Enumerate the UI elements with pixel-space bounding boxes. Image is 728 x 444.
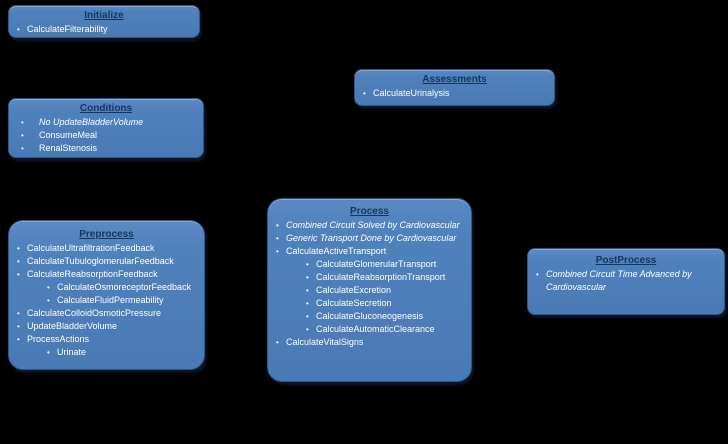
bullet-icon: • <box>276 234 279 243</box>
bullet-icon: • <box>276 247 279 256</box>
list-item-label: CalculateOsmoreceptorFeedback <box>57 282 192 292</box>
list-item-label: CalculateFluidPermeability <box>57 295 164 305</box>
bullet-icon: • <box>47 348 50 357</box>
list-item-label: CalculateActiveTransport <box>286 246 387 256</box>
list-item-label: CalculateTubuloglomerularFeedback <box>27 256 174 266</box>
assessments-box: Assessments • CalculateUrinalysis <box>354 69 555 106</box>
list-item: • CalculateFluidPermeability <box>17 294 196 307</box>
list-item: • UpdateBladderVolume <box>17 320 196 333</box>
bullet-icon: • <box>306 286 309 295</box>
list-item: • CalculateExcretion <box>276 284 463 297</box>
list-item-label: CalculateGluconeogenesis <box>316 311 424 321</box>
list-item-label: CalculateReabsorptionFeedback <box>27 269 158 279</box>
assessments-title: Assessments <box>422 74 487 85</box>
list-item-label: CalculateGlomerularTransport <box>316 259 437 269</box>
list-item: • RenalStenosis <box>17 142 195 155</box>
initialize-items: • CalculateFilterability <box>17 23 191 36</box>
list-item: • CalculateReabsorptionFeedback <box>17 268 196 281</box>
list-item: • CalculateReabsorptionTransport <box>276 271 463 284</box>
process-items: • Combined Circuit Solved by Cardiovascu… <box>276 219 463 349</box>
bullet-icon: • <box>17 25 20 34</box>
preprocess-title: Preprocess <box>79 229 134 240</box>
bullet-icon: • <box>47 296 50 305</box>
postprocess-title: PostProcess <box>595 255 657 266</box>
list-item: • Generic Transport Done by Cardiovascul… <box>276 232 463 245</box>
list-item-label: ConsumeMeal <box>39 130 98 140</box>
bullet-icon: • <box>17 244 20 253</box>
list-item-label: CalculateVitalSigns <box>286 337 364 347</box>
preprocess-box: Preprocess • CalculateUltrafiltrationFee… <box>8 220 205 370</box>
bullet-icon: • <box>21 131 24 140</box>
postprocess-box: PostProcess • Combined Circuit Time Adva… <box>527 248 725 315</box>
list-item-label: RenalStenosis <box>39 143 98 153</box>
initialize-box: Initialize • CalculateFilterability <box>8 5 200 38</box>
process-title: Process <box>350 206 389 217</box>
list-item-label: CalculateFilterability <box>27 24 108 34</box>
list-item: • CalculateUrinalysis <box>363 87 546 100</box>
list-item-label: CalculateUltrafiltrationFeedback <box>27 243 155 253</box>
bullet-icon: • <box>536 270 539 279</box>
list-item-label: Urinate <box>57 347 87 357</box>
list-item: • CalculateFilterability <box>17 23 191 36</box>
bullet-icon: • <box>276 221 279 230</box>
list-item: • Combined Circuit Solved by Cardiovascu… <box>276 219 463 232</box>
bullet-icon: • <box>17 257 20 266</box>
list-item-label: No UpdateBladderVolume <box>39 117 144 127</box>
bullet-icon: • <box>17 335 20 344</box>
bullet-icon: • <box>17 322 20 331</box>
bullet-icon: • <box>17 309 20 318</box>
postprocess-items: • Combined Circuit Time Advanced by Card… <box>536 268 716 294</box>
list-item: • CalculateVitalSigns <box>276 336 463 349</box>
list-item-label: Combined Circuit Solved by Cardiovascula… <box>286 220 460 230</box>
conditions-title: Conditions <box>79 103 133 114</box>
list-item-label: CalculateUrinalysis <box>373 88 450 98</box>
list-item-label: Combined Circuit Time Advanced by Cardio… <box>546 269 692 292</box>
list-item: • CalculateUltrafiltrationFeedback <box>17 242 196 255</box>
list-item: • Combined Circuit Time Advanced by Card… <box>536 268 716 294</box>
list-item: • CalculateGluconeogenesis <box>276 310 463 323</box>
list-item-label: CalculateAutomaticClearance <box>316 324 435 334</box>
bullet-icon: • <box>306 299 309 308</box>
list-item: • ConsumeMeal <box>17 129 195 142</box>
list-item-label: ProcessActions <box>27 334 90 344</box>
bullet-icon: • <box>306 312 309 321</box>
list-item: • CalculateGlomerularTransport <box>276 258 463 271</box>
process-box: Process • Combined Circuit Solved by Car… <box>267 198 472 382</box>
bullet-icon: • <box>47 283 50 292</box>
list-item: • CalculateSecretion <box>276 297 463 310</box>
list-item: • CalculateAutomaticClearance <box>276 323 463 336</box>
list-item: • No UpdateBladderVolume <box>17 116 195 129</box>
bullet-icon: • <box>21 118 24 127</box>
conditions-box: Conditions • No UpdateBladderVolume • Co… <box>8 98 204 158</box>
bullet-icon: • <box>306 325 309 334</box>
list-item: • ProcessActions <box>17 333 196 346</box>
conditions-items: • No UpdateBladderVolume • ConsumeMeal •… <box>17 116 195 155</box>
list-item-label: Generic Transport Done by Cardiovascular <box>286 233 457 243</box>
bullet-icon: • <box>21 144 24 153</box>
list-item-label: CalculateExcretion <box>316 285 392 295</box>
list-item: • CalculateColloidOsmoticPressure <box>17 307 196 320</box>
list-item: • Urinate <box>17 346 196 359</box>
bullet-icon: • <box>306 260 309 269</box>
bullet-icon: • <box>17 270 20 279</box>
list-item-label: CalculateColloidOsmoticPressure <box>27 308 162 318</box>
bullet-icon: • <box>363 89 366 98</box>
initialize-title: Initialize <box>84 10 124 21</box>
bullet-icon: • <box>276 338 279 347</box>
list-item: • CalculateOsmoreceptorFeedback <box>17 281 196 294</box>
list-item-label: UpdateBladderVolume <box>27 321 118 331</box>
list-item-label: CalculateReabsorptionTransport <box>316 272 446 282</box>
assessments-items: • CalculateUrinalysis <box>363 87 546 100</box>
list-item-label: CalculateSecretion <box>316 298 392 308</box>
list-item: • CalculateTubuloglomerularFeedback <box>17 255 196 268</box>
preprocess-items: • CalculateUltrafiltrationFeedback • Cal… <box>17 242 196 359</box>
bullet-icon: • <box>306 273 309 282</box>
list-item: • CalculateActiveTransport <box>276 245 463 258</box>
